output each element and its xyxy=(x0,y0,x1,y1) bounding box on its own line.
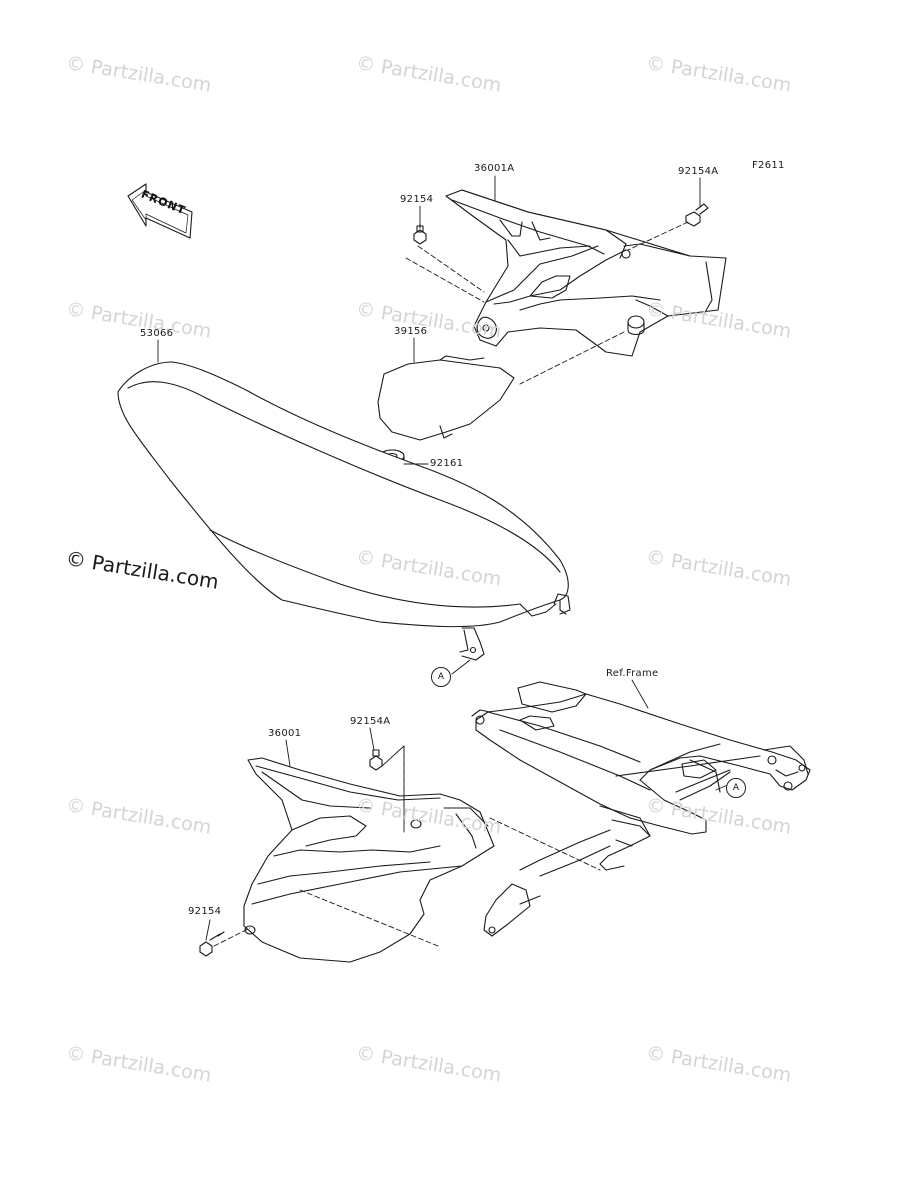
ref-marker-a-frame: A xyxy=(726,778,746,798)
seat-53066 xyxy=(118,362,570,660)
pad-39156 xyxy=(378,356,514,440)
part-label-36001[interactable]: 36001 xyxy=(268,728,302,739)
part-label-39156[interactable]: 39156 xyxy=(394,326,428,337)
part-label-92154-lower[interactable]: 92154 xyxy=(188,906,222,917)
side-cover-left xyxy=(446,190,726,356)
bolt-lower-a-icon xyxy=(370,750,382,770)
figure-code: F2611 xyxy=(752,160,785,171)
part-label-36001a[interactable]: 36001A xyxy=(474,163,515,174)
bolt-upper-icon xyxy=(414,224,426,244)
bolt-upper-a-icon xyxy=(686,204,708,226)
part-label-92154a-lower[interactable]: 92154A xyxy=(350,716,391,727)
part-label-53066[interactable]: 53066 xyxy=(140,328,174,339)
part-label-92161[interactable]: 92161 xyxy=(430,458,464,469)
front-arrow-icon xyxy=(128,184,192,238)
ref-frame-label: Ref.Frame xyxy=(606,668,659,679)
side-cover-right xyxy=(244,758,494,962)
leader-lines-upper xyxy=(406,222,688,384)
part-label-92154-upper[interactable]: 92154 xyxy=(400,194,434,205)
part-label-92154a-upper[interactable]: 92154A xyxy=(678,166,719,177)
ref-frame xyxy=(472,682,810,936)
bolt-lower-icon xyxy=(200,932,224,956)
ref-marker-a-seat: A xyxy=(431,667,451,687)
